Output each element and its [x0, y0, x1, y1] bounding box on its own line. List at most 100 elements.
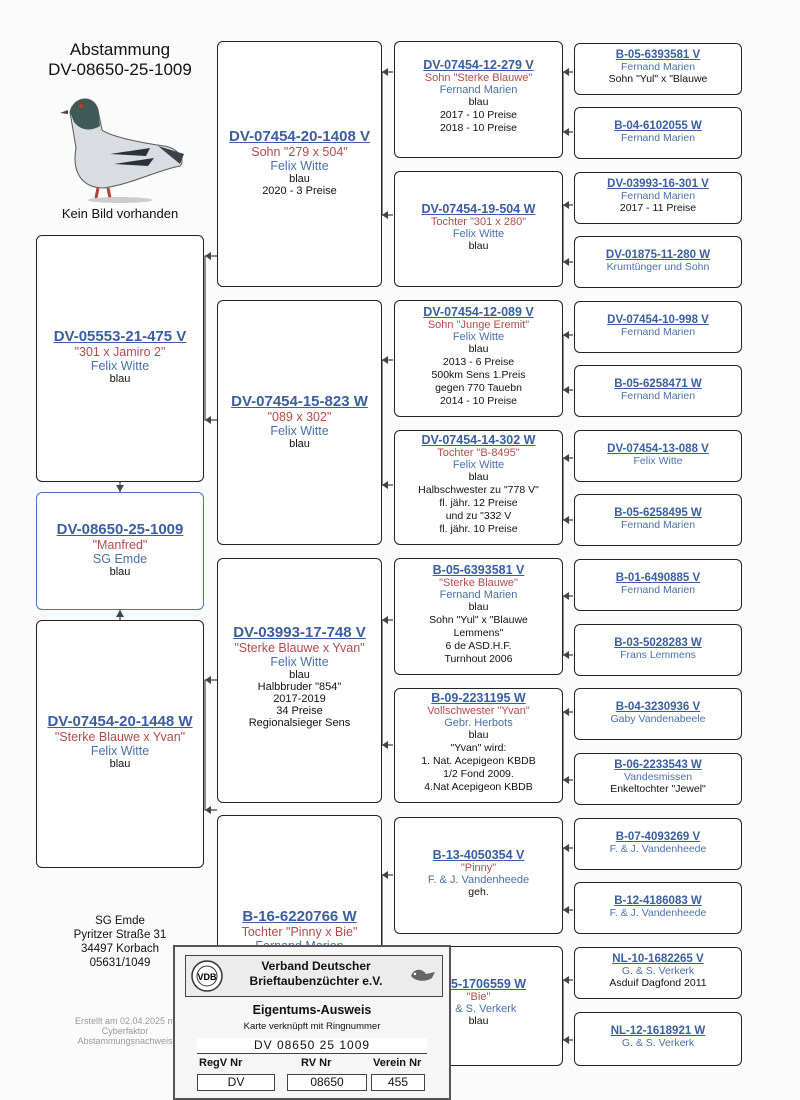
pedigree-card-gen4[interactable]: B-07-4093269 V F. & J. Vandenheede — [574, 818, 742, 870]
nickname: "Bie" — [466, 991, 491, 1003]
ring-number[interactable]: DV-05553-21-475 V — [53, 328, 187, 345]
ring-number[interactable]: DV-07454-10-998 V — [607, 314, 709, 326]
ring-number[interactable]: NL-12-1618921 W — [610, 1025, 706, 1037]
pedigree-header: Abstammung DV-08650-25-1009 — [20, 40, 220, 80]
ring-number[interactable]: DV-07454-19-504 W — [421, 202, 536, 216]
detail-line: blau — [109, 566, 131, 578]
owner: G. & S. Verkerk — [440, 1003, 517, 1015]
pedigree-card-gen3[interactable]: B-09-2231195 W Vollschwester "Yvan" Gebr… — [394, 688, 563, 803]
ring-number[interactable]: B-04-6102055 W — [614, 120, 702, 132]
pedigree-card-gen3[interactable]: B-05-6393581 V "Sterke Blauwe" Fernand M… — [394, 558, 563, 675]
pedigree-card-gen4[interactable]: DV-07454-13-088 V Felix Witte — [574, 430, 742, 482]
ring-number[interactable]: DV-08650-25-1009 — [56, 521, 184, 538]
verein-label: Verein Nr — [373, 1057, 422, 1069]
detail-line: blau — [468, 471, 489, 483]
ring-number[interactable]: B-04-3230936 V — [615, 701, 701, 713]
detail-line: fl. jähr. 10 Preise — [439, 523, 518, 535]
ring-number[interactable]: B-05-6258471 W — [614, 378, 702, 390]
pedigree-card-gen4[interactable]: B-05-6258495 W Fernand Marien — [574, 494, 742, 546]
association-logo-icon: VDB — [191, 960, 223, 992]
pedigree-card-gen4[interactable]: B-05-6393581 V Fernand Marien Sohn "Yul"… — [574, 43, 742, 95]
ring-number[interactable]: B-13-4050354 V — [432, 848, 525, 862]
breeder-line: Pyritzer Straße 31 — [73, 929, 167, 941]
pedigree-card-mother[interactable]: DV-07454-20-1448 W "Sterke Blauwe x Yvan… — [36, 620, 204, 868]
pedigree-card-gen3[interactable]: DV-07454-12-279 V Sohn "Sterke Blauwe" F… — [394, 41, 563, 158]
detail-line: blau — [468, 240, 489, 252]
pedigree-card-gen4[interactable]: NL-10-1682265 V G. & S. Verkerk Asduif D… — [574, 947, 742, 999]
pedigree-card-gen3[interactable]: DV-07454-12-089 V Sohn "Junge Eremit" Fe… — [394, 300, 563, 417]
pedigree-card-gen4[interactable]: B-04-6102055 W Fernand Marien — [574, 107, 742, 159]
detail-line: blau — [468, 343, 489, 355]
pedigree-card-gen4[interactable]: B-06-2233543 W Vandesmissen Enkeltochter… — [574, 753, 742, 805]
pedigree-card-gen4[interactable]: B-12-4186083 W F. & J. Vandenheede — [574, 882, 742, 934]
pedigree-card-gen4[interactable]: DV-07454-10-998 V Fernand Marien — [574, 301, 742, 353]
pedigree-card-gen3[interactable]: DV-07454-14-302 W Tochter "B-8495" Felix… — [394, 430, 563, 545]
detail-line: blau — [468, 601, 489, 613]
ring-number[interactable]: B-16-6220766 W — [242, 908, 357, 925]
pedigree-card-gen4[interactable]: DV-03993-16-301 V Fernand Marien 2017 - … — [574, 172, 742, 224]
card-title: Eigentums-Ausweis — [252, 1003, 372, 1017]
pedigree-card-gen4[interactable]: B-05-6258471 W Fernand Marien — [574, 365, 742, 417]
owner: Fernand Marien — [620, 190, 696, 202]
ring-number[interactable]: DV-07454-14-302 W — [421, 433, 536, 447]
pedigree-card-gen2[interactable]: DV-07454-15-823 W "089 x 302" Felix Witt… — [217, 300, 382, 545]
pedigree-card-gen4[interactable]: B-01-6490885 V Fernand Marien — [574, 559, 742, 611]
detail-line: blau — [468, 729, 489, 741]
detail-line: blau — [109, 758, 131, 770]
owner: G. & S. Verkerk — [621, 1037, 695, 1049]
pedigree-card-gen3[interactable]: DV-07454-19-504 W Tochter "301 x 280" Fe… — [394, 171, 563, 287]
ring-number[interactable]: DV-07454-12-279 V — [423, 58, 534, 72]
ring-number[interactable]: B-01-6490885 V — [615, 572, 701, 584]
ring-number[interactable]: DV-03993-17-748 V — [233, 624, 366, 641]
ring-number[interactable]: DV-07454-15-823 W — [231, 393, 368, 410]
pedigree-card-gen2[interactable]: DV-07454-20-1408 V Sohn "279 x 504" Feli… — [217, 41, 382, 287]
footer-line: Abstammungsnachweis — [77, 1036, 173, 1046]
ring-number[interactable]: B-03-5028283 W — [614, 637, 702, 649]
detail-line: 6 de ASD.H.F. — [445, 640, 512, 652]
ring-number[interactable]: DV-07454-20-1448 W — [47, 713, 193, 730]
nickname: "089 x 302" — [267, 410, 332, 424]
verein-value: 455 — [371, 1074, 425, 1091]
nickname: "Pinny" — [460, 862, 497, 874]
detail-line: 2013 - 6 Preise — [442, 356, 515, 368]
detail-line: 2020 - 3 Preise — [262, 185, 337, 197]
ring-number[interactable]: B-05-6258495 W — [614, 507, 702, 519]
ring-number[interactable]: DV-03993-16-301 V — [607, 178, 709, 190]
ring-number[interactable]: B-05-6393581 V — [432, 563, 525, 577]
footer-note: Erstellt am 02.04.2025 m Cyberfaktor Abs… — [40, 1016, 210, 1046]
ring-number[interactable]: B-15-1706559 W — [430, 977, 527, 991]
ring-number[interactable]: B-09-2231195 W — [431, 691, 526, 705]
ring-number[interactable]: DV-01875-11-280 W — [605, 249, 711, 261]
pedigree-card-gen4[interactable]: B-03-5028283 W Frans Lemmens — [574, 624, 742, 676]
nickname: "301 x Jamiro 2" — [74, 345, 166, 359]
ring-number[interactable]: DV-07454-13-088 V — [607, 443, 709, 455]
owner: Frans Lemmens — [620, 649, 696, 661]
owner: Felix Witte — [270, 424, 329, 438]
ring-number[interactable]: B-12-4186083 W — [614, 895, 702, 907]
pedigree-card-father[interactable]: DV-05553-21-475 V "301 x Jamiro 2" Felix… — [36, 235, 204, 482]
pedigree-card-gen3[interactable]: B-13-4050354 V "Pinny" F. & J. Vandenhee… — [394, 817, 563, 934]
ring-number[interactable]: B-07-4093269 V — [615, 831, 701, 843]
detail-line: Sohn "Yul" x "Blauwe — [429, 614, 528, 626]
ring-number[interactable]: DV-07454-12-089 V — [423, 305, 534, 319]
breeder-line: 34497 Korbach — [80, 943, 159, 955]
ring-number[interactable]: B-06-2233543 W — [614, 759, 702, 771]
pedigree-card-subject[interactable]: DV-08650-25-1009 "Manfred" SG Emde blau — [36, 492, 204, 610]
ring-number[interactable]: B-05-6393581 V — [615, 49, 701, 61]
detail-line: 2018 - 10 Preise — [439, 122, 518, 134]
detail-line: Turnhout 2006 — [444, 653, 513, 665]
ring-number[interactable]: NL-10-1682265 V — [612, 953, 704, 965]
svg-text:VDB: VDB — [197, 972, 217, 982]
footer-line: Cyberfaktor — [101, 1026, 149, 1036]
ring-number[interactable]: DV-07454-20-1408 V — [229, 128, 370, 145]
footer-line: Erstellt am 02.04.2025 m — [74, 1016, 176, 1026]
ownership-card-header: VDB Verband Deutscher Brieftaubenzüchter… — [185, 955, 443, 997]
detail-line: blau — [109, 373, 131, 385]
detail-line: 2017-2019 — [273, 693, 326, 705]
pedigree-card-gen4[interactable]: DV-01875-11-280 W Krumtünger und Sohn — [574, 236, 742, 288]
pedigree-card-gen2[interactable]: DV-03993-17-748 V "Sterke Blauwe x Yvan"… — [217, 558, 382, 803]
pedigree-card-gen4[interactable]: NL-12-1618921 W G. & S. Verkerk — [574, 1012, 742, 1066]
pedigree-card-gen4[interactable]: B-04-3230936 V Gaby Vandenabeele — [574, 688, 742, 740]
detail-line: 2014 - 10 Preise — [439, 395, 518, 407]
